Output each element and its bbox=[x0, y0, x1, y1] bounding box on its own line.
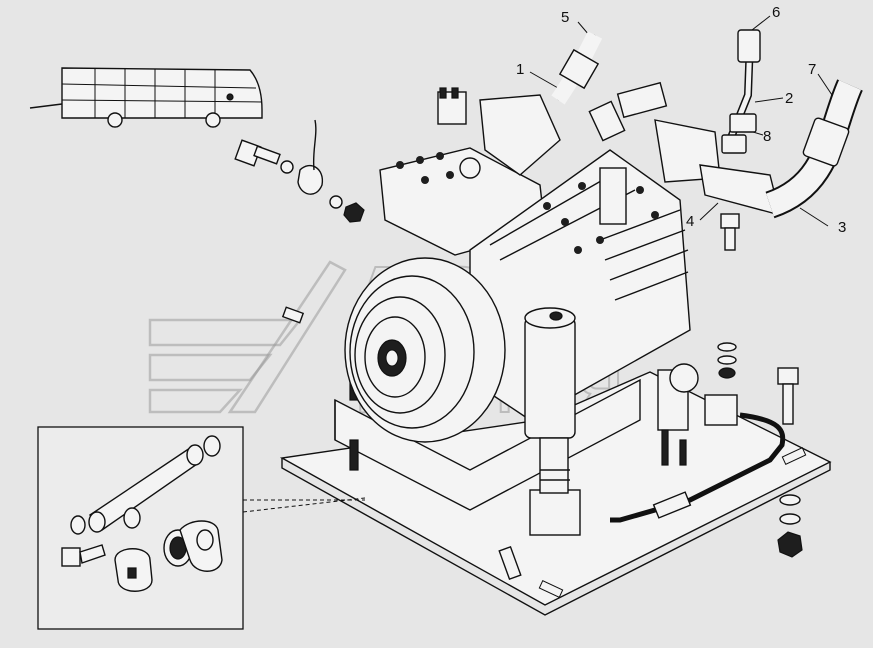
callout-1: 1 bbox=[516, 61, 524, 78]
callout-7: 7 bbox=[808, 61, 816, 78]
top-fittings bbox=[437, 81, 781, 225]
bus-thumbnail bbox=[29, 67, 263, 128]
clutch-pulley bbox=[344, 257, 506, 443]
callout-5: 5 bbox=[561, 9, 569, 26]
callout-4: 4 bbox=[686, 213, 694, 230]
callout-2: 2 bbox=[785, 90, 793, 107]
callout-8: 8 bbox=[763, 128, 771, 145]
pressure-cylinder bbox=[524, 307, 581, 536]
callout-6: 6 bbox=[772, 4, 780, 21]
detail-inset bbox=[37, 426, 366, 630]
loose-fasteners bbox=[234, 119, 803, 581]
valve-assembly bbox=[657, 363, 738, 466]
callout-3: 3 bbox=[838, 219, 846, 236]
hoses bbox=[551, 29, 863, 523]
callout-labels: 1 2 3 4 5 6 7 8 bbox=[516, 4, 846, 236]
